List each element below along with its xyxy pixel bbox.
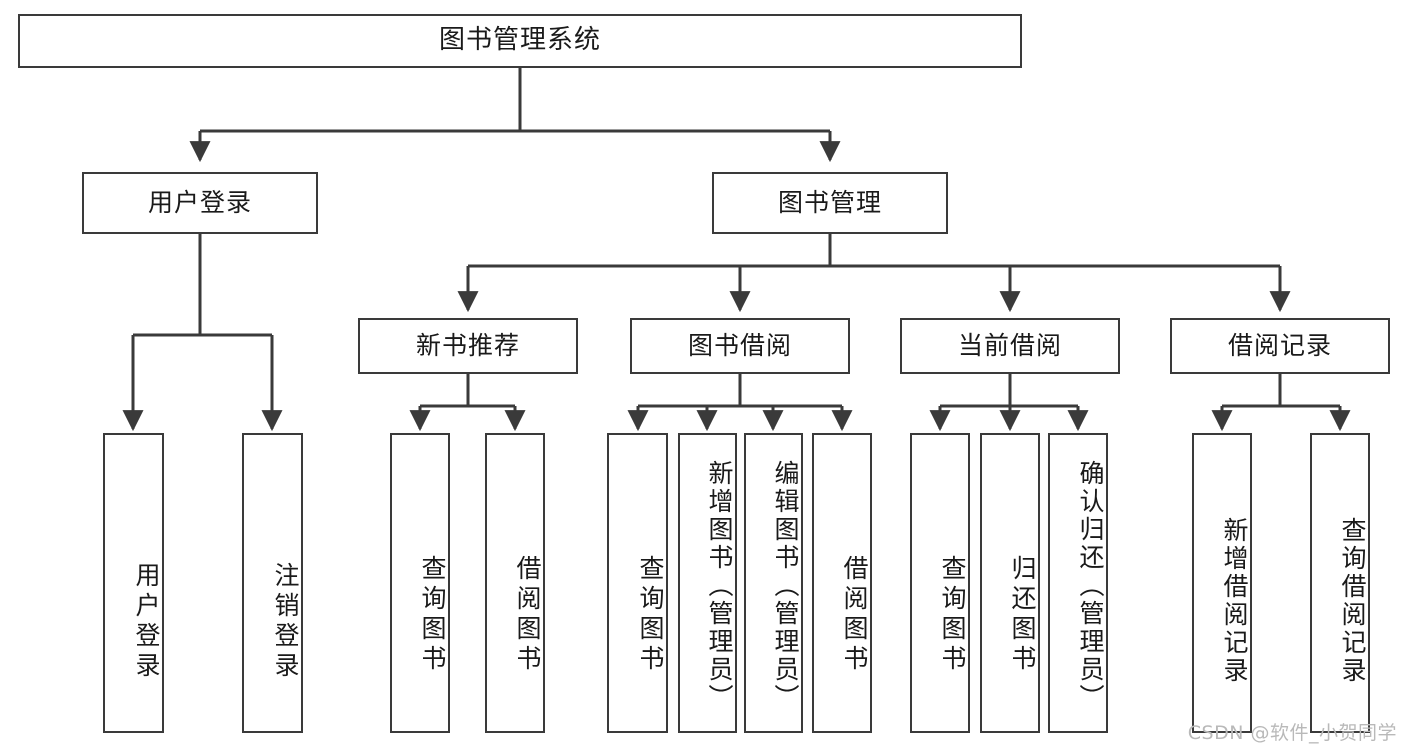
leaf-query-book-recommend[interactable]: 查询图书 bbox=[390, 433, 450, 733]
leaf-edit-book-admin[interactable]: 编辑图书（管理员） bbox=[744, 433, 803, 733]
leaf-borrow-book[interactable]: 借阅图书 bbox=[812, 433, 872, 733]
leaf-query-book-borrow[interactable]: 查询图书 bbox=[607, 433, 668, 733]
node-book-management[interactable]: 图书管理 bbox=[712, 172, 948, 234]
leaf-confirm-return-admin[interactable]: 确认归还（管理员） bbox=[1048, 433, 1108, 733]
leaf-user-login[interactable]: 用户登录 bbox=[103, 433, 164, 733]
node-borrow-record[interactable]: 借阅记录 bbox=[1170, 318, 1390, 374]
node-current-borrow[interactable]: 当前借阅 bbox=[900, 318, 1120, 374]
leaf-user-logout[interactable]: 注销登录 bbox=[242, 433, 303, 733]
leaf-add-book-admin[interactable]: 新增图书（管理员） bbox=[678, 433, 737, 733]
node-book-borrow[interactable]: 图书借阅 bbox=[630, 318, 850, 374]
node-root[interactable]: 图书管理系统 bbox=[18, 14, 1022, 68]
leaf-borrow-book-recommend[interactable]: 借阅图书 bbox=[485, 433, 545, 733]
leaf-return-book[interactable]: 归还图书 bbox=[980, 433, 1040, 733]
node-user-login[interactable]: 用户登录 bbox=[82, 172, 318, 234]
leaf-query-book-current[interactable]: 查询图书 bbox=[910, 433, 970, 733]
node-new-book-recommend[interactable]: 新书推荐 bbox=[358, 318, 578, 374]
csdn-watermark: CSDN @软件_小贺同学 bbox=[1187, 722, 1397, 744]
leaf-query-borrow-record[interactable]: 查询借阅记录 bbox=[1310, 433, 1370, 733]
leaf-add-borrow-record[interactable]: 新增借阅记录 bbox=[1192, 433, 1252, 733]
